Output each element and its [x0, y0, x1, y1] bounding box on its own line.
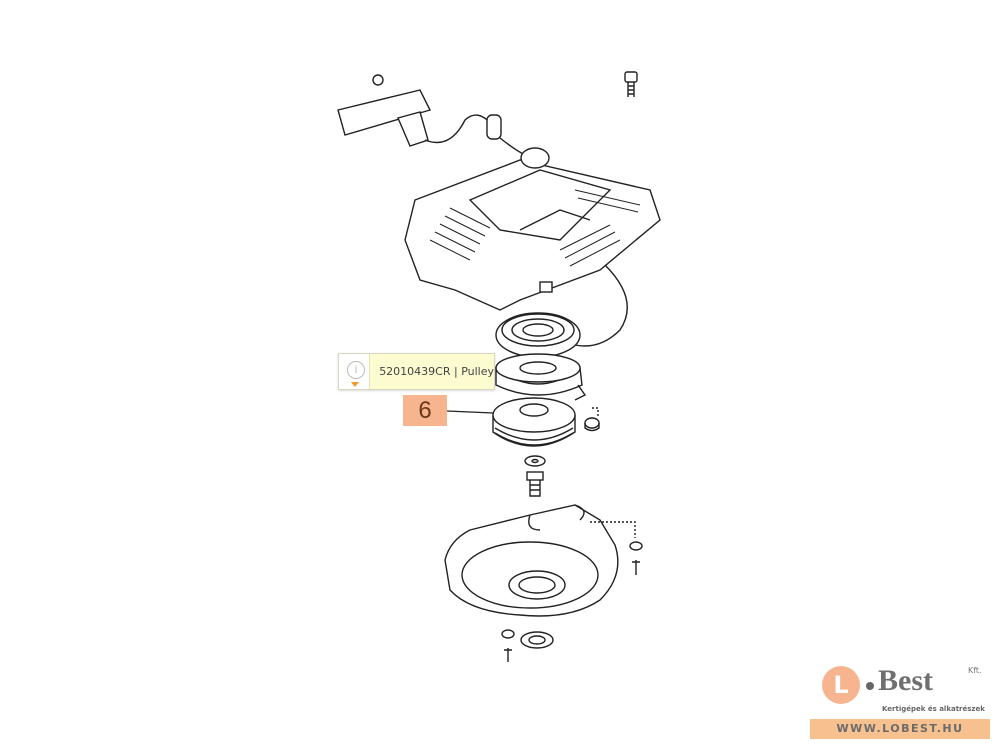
- lobest-logo: L Best Kft. Kertigépek és alkatrészek WW…: [810, 660, 990, 740]
- logo-website: WWW.LOBEST.HU: [810, 719, 990, 739]
- logo-dot: [866, 682, 874, 690]
- logo-suffix: Kft.: [968, 666, 982, 675]
- recoil-spring[interactable]: [495, 312, 581, 358]
- screw-and-nut-bottom[interactable]: [501, 629, 554, 662]
- info-circle-icon: i: [347, 361, 365, 379]
- spring-cassette[interactable]: [495, 353, 587, 401]
- caret-down-icon: [351, 382, 359, 387]
- logo-name: Best: [878, 664, 933, 697]
- screw-top[interactable]: [624, 71, 638, 97]
- tooltip-text: 52010439CR | Pulley: [379, 365, 494, 378]
- starter-housing[interactable]: [404, 147, 661, 347]
- washer[interactable]: [524, 455, 546, 467]
- pulley-part-6[interactable]: [446, 397, 576, 447]
- part-tooltip: i 52010439CR | Pulley: [338, 353, 495, 390]
- small-nut[interactable]: [584, 407, 600, 432]
- info-icon[interactable]: i: [339, 354, 371, 389]
- base-plate[interactable]: [444, 504, 636, 617]
- center-bolt[interactable]: [526, 471, 544, 497]
- screw-and-nut-right[interactable]: [629, 541, 643, 575]
- logo-tagline: Kertigépek és alkatrészek: [882, 705, 985, 713]
- part-callout-6[interactable]: 6: [403, 395, 447, 426]
- starter-handle[interactable]: [337, 74, 526, 156]
- logo-mark: L: [822, 666, 860, 704]
